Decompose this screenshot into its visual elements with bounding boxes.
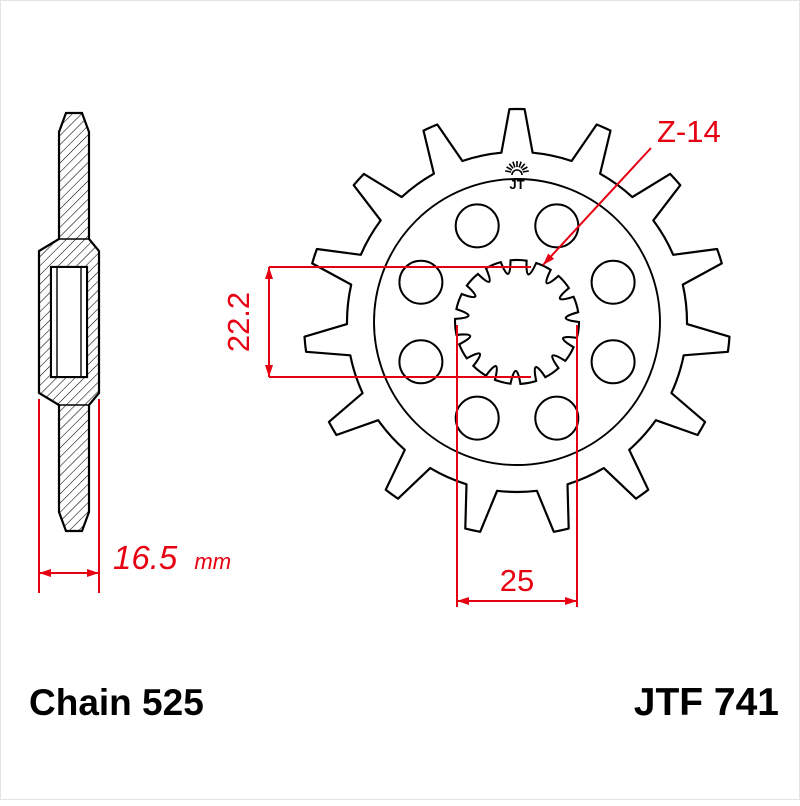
jt-sun-logo-icon bbox=[505, 161, 529, 176]
front-view: JT bbox=[303, 107, 731, 533]
tooth-count-label: Z-14 bbox=[657, 114, 721, 149]
dim-bore-width: 25 bbox=[456, 325, 578, 607]
spline-bore-outline bbox=[453, 258, 581, 385]
bolt-hole bbox=[590, 259, 636, 305]
plate-circle bbox=[373, 178, 661, 466]
logo-ray bbox=[520, 163, 526, 169]
dim-spline-height: 22.2 bbox=[221, 266, 531, 378]
logo-ray bbox=[518, 161, 522, 168]
logo-ray bbox=[521, 166, 528, 171]
jt-logo-text: JT bbox=[509, 177, 524, 192]
logo-ray bbox=[505, 170, 512, 173]
dim-25-label: 25 bbox=[500, 563, 534, 598]
logo-ray bbox=[506, 166, 513, 171]
bolt-hole bbox=[454, 395, 500, 441]
bolt-hole bbox=[534, 395, 580, 441]
bolt-hole bbox=[534, 203, 580, 249]
bolt-hole bbox=[454, 203, 500, 249]
chain-size-label: Chain 525 bbox=[29, 682, 204, 723]
bolt-hole-circle bbox=[398, 203, 636, 441]
tooth-count-callout: Z-14 bbox=[542, 114, 721, 266]
dim-165-label: 16.5 mm bbox=[113, 539, 231, 576]
section-view bbox=[37, 111, 101, 533]
z14-leader-line bbox=[542, 147, 652, 266]
bolt-hole bbox=[398, 259, 444, 305]
logo-ray bbox=[522, 170, 529, 173]
logo-sun-arc bbox=[511, 169, 523, 176]
dim-hub-width: 16.5 mm bbox=[38, 399, 231, 593]
logo-ray bbox=[512, 161, 516, 168]
bolt-hole bbox=[590, 339, 636, 385]
dim-165-unit: mm bbox=[194, 549, 231, 574]
bolt-hole bbox=[398, 339, 444, 385]
dim-22-label: 22.2 bbox=[221, 292, 256, 352]
dim-165-value: 16.5 bbox=[113, 539, 178, 576]
part-number-label: JTF 741 bbox=[634, 681, 779, 724]
logo-ray bbox=[508, 163, 514, 169]
dimension-annotations: 22.2 25 16.5 mm Z-14 bbox=[38, 114, 721, 607]
